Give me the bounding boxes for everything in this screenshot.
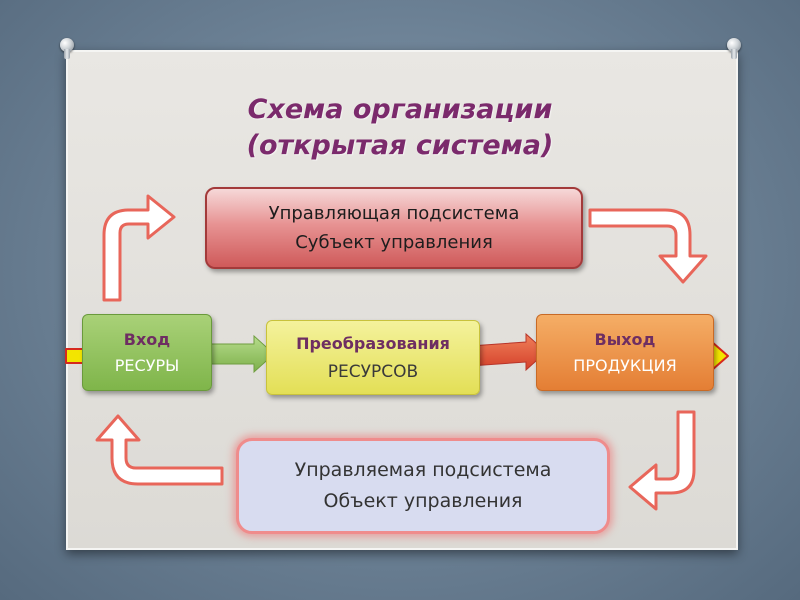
loop-arrow-up-right	[102, 194, 176, 302]
pin-icon	[60, 38, 74, 60]
output-title: Выход	[594, 329, 656, 349]
input-box: Вход РЕСУРЫ	[82, 314, 212, 391]
transformation-box: Преобразования РЕСУРСОВ	[266, 320, 480, 395]
slide-title: Схема организации (открытая система)	[150, 92, 650, 164]
transformation-resources: РЕСУРСОВ	[327, 361, 419, 382]
loop-arrow-right-down	[588, 208, 708, 284]
input-resources: РЕСУРЫ	[114, 355, 180, 375]
control-subsystem-box: Управляющая подсистема Субъект управлени…	[205, 187, 583, 269]
output-products: ПРОДУКЦИЯ	[573, 355, 677, 375]
pin-icon	[727, 38, 741, 60]
transformation-title: Преобразования	[296, 333, 450, 353]
managed-subsystem-label: Управляемая подсистема	[294, 459, 552, 481]
loop-arrow-left-up	[95, 414, 224, 486]
loop-arrow-down-left	[628, 410, 696, 511]
arrow-input-to-transform	[205, 334, 275, 374]
input-title: Вход	[123, 329, 171, 349]
control-subject-label: Субъект управления	[295, 232, 493, 253]
title-line-1: Схема организации	[247, 94, 553, 125]
managed-subsystem-box: Управляемая подсистема Объект управления	[236, 438, 610, 534]
title-line-2: (открытая система)	[246, 130, 554, 161]
output-box: Выход ПРОДУКЦИЯ	[536, 314, 714, 391]
control-subsystem-label: Управляющая подсистема	[268, 203, 520, 224]
arrow-transform-to-output	[469, 332, 547, 372]
managed-object-label: Объект управления	[323, 490, 523, 512]
